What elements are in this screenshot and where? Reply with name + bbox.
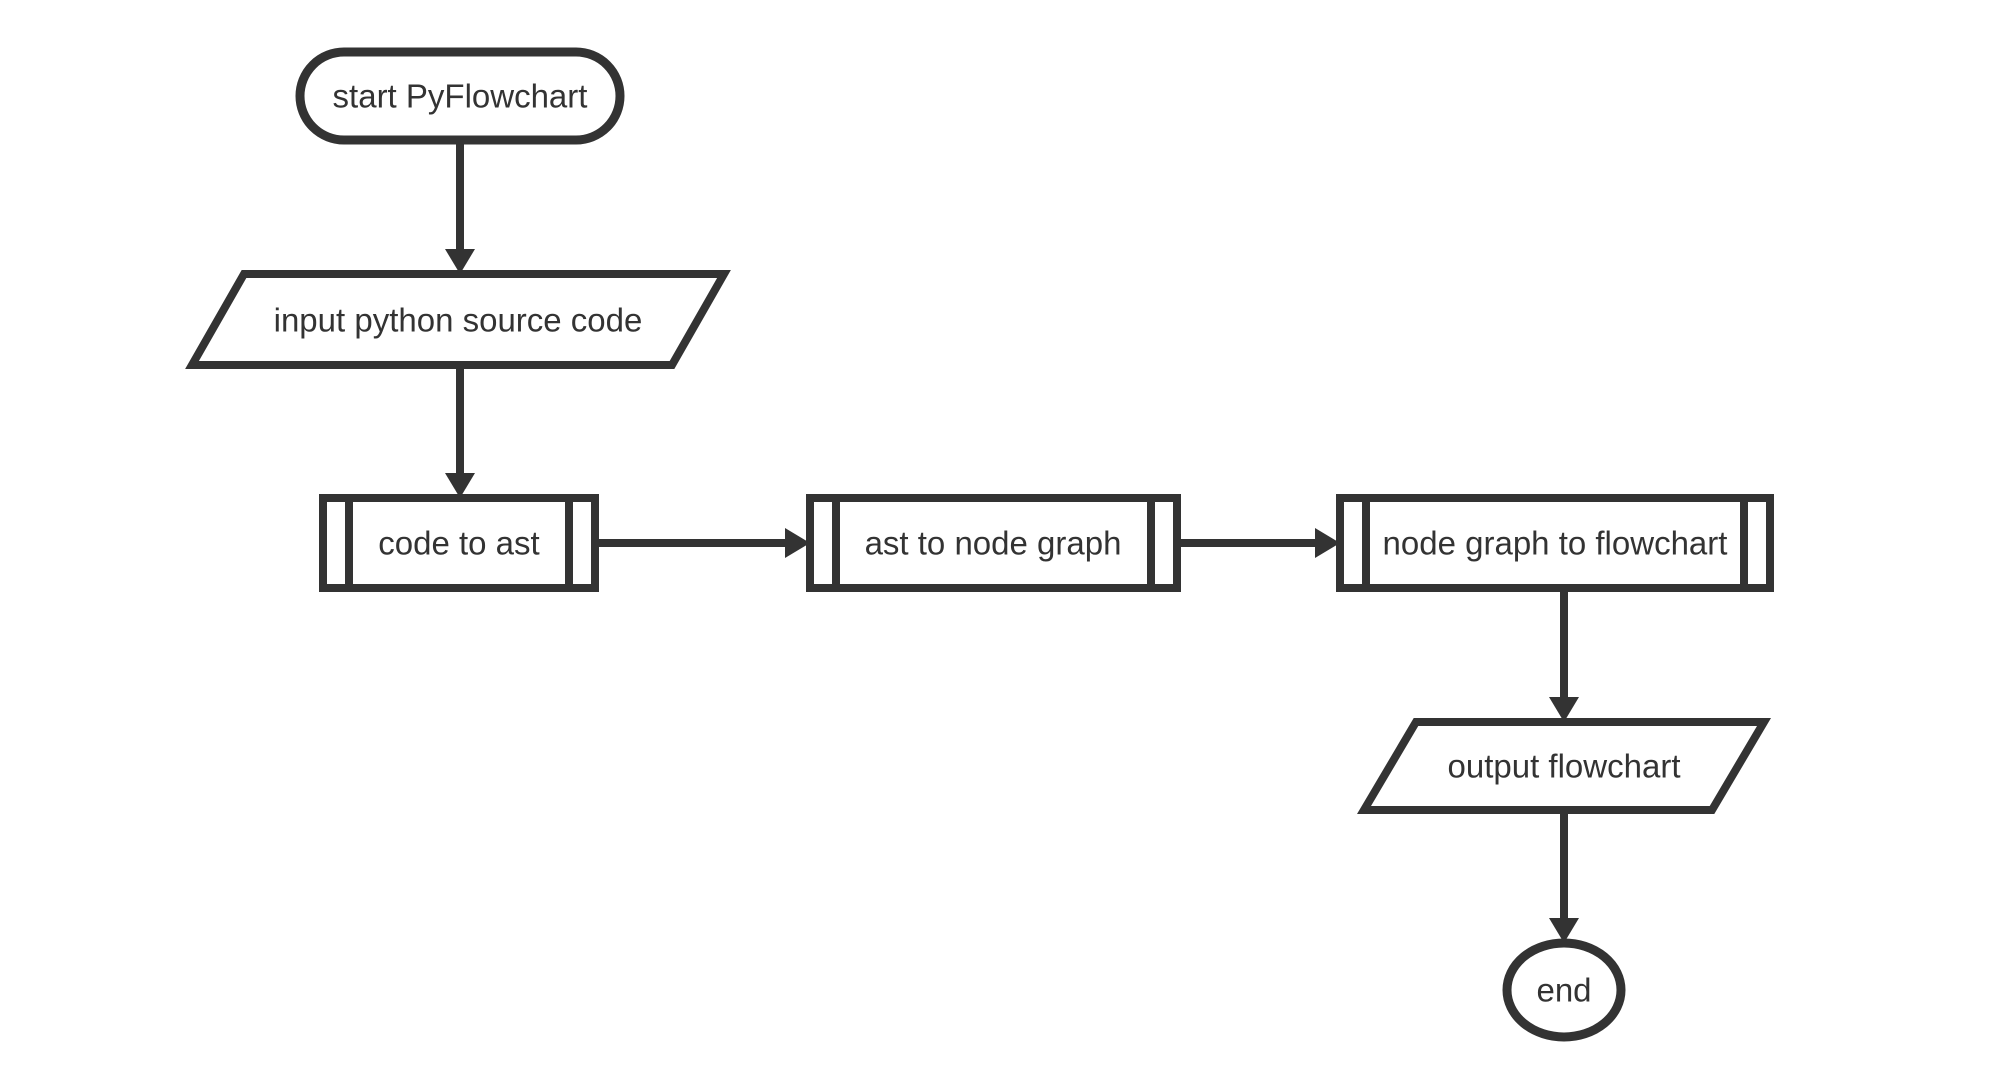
ast-to-node-graph-label: ast to node graph <box>865 525 1122 562</box>
input-parallelogram-label: input python source code <box>274 302 643 339</box>
arrowhead-ast-to-node-graph-to-node-graph-to-flowchart <box>1315 528 1340 558</box>
node-node-graph-to-flowchart: node graph to flowchart <box>1336 494 1774 592</box>
arrowhead-code-to-ast-to-ast-to-node-graph <box>785 528 810 558</box>
start-terminal-label: start PyFlowchart <box>333 78 588 115</box>
start-terminal-shape <box>295 47 625 145</box>
nodes: start PyFlowchart input python source co… <box>185 47 1774 1042</box>
node-input-python-source-code: input python source code <box>185 270 731 369</box>
code-to-ast-label: code to ast <box>378 525 539 562</box>
arrowhead-input-to-code-to-ast <box>445 473 475 498</box>
node-end: end <box>1502 938 1626 1042</box>
arrowhead-node-graph-to-flowchart-to-output <box>1549 697 1579 722</box>
output-parallelogram-shape <box>1356 718 1772 814</box>
code-to-ast-subroutine-shape <box>319 494 599 592</box>
node-start: start PyFlowchart <box>295 47 625 145</box>
input-parallelogram-shape <box>185 270 731 369</box>
node-graph-to-flowchart-label: node graph to flowchart <box>1383 525 1728 562</box>
end-terminal-label: end <box>1536 972 1591 1009</box>
node-code-to-ast: code to ast <box>319 494 599 592</box>
end-terminal-shape <box>1502 938 1626 1042</box>
ast-to-node-graph-subroutine-shape <box>806 494 1181 592</box>
node-output-flowchart: output flowchart <box>1356 718 1772 814</box>
arrowhead-start-to-input <box>445 249 475 274</box>
arrowhead-output-to-end <box>1549 918 1579 943</box>
edges <box>445 142 1579 943</box>
node-graph-to-flowchart-subroutine-shape <box>1336 494 1774 592</box>
output-parallelogram-label: output flowchart <box>1448 748 1681 785</box>
node-ast-to-node-graph: ast to node graph <box>806 494 1181 592</box>
